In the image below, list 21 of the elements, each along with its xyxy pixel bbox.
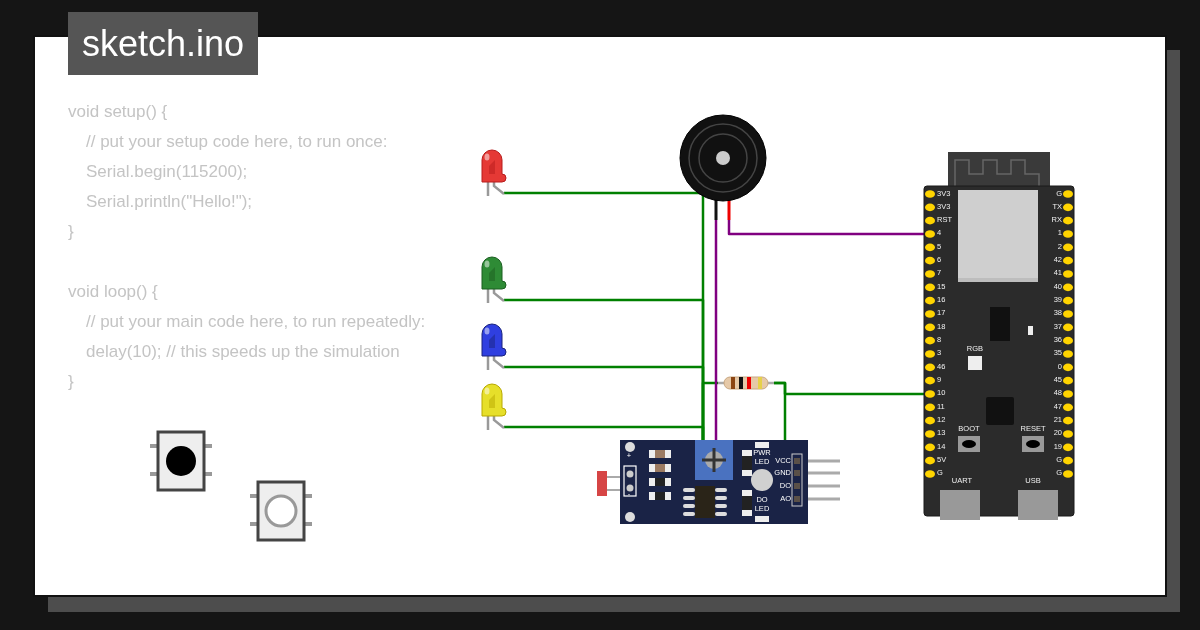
code-line: } bbox=[68, 371, 74, 393]
wire bbox=[701, 381, 718, 440]
code-line: // put your setup code here, to run once: bbox=[86, 131, 388, 153]
code-line: void setup() { bbox=[68, 101, 168, 123]
led-drawing bbox=[480, 382, 504, 430]
led-drawing bbox=[480, 322, 504, 370]
buzzer-drawing bbox=[679, 114, 767, 220]
led-drawing bbox=[480, 255, 504, 303]
wire bbox=[714, 220, 718, 440]
sensor-module-drawing bbox=[597, 440, 840, 524]
code-line: Serial.begin(115200); bbox=[86, 161, 248, 183]
resistor-drawing bbox=[718, 376, 774, 390]
led-drawing bbox=[480, 148, 504, 196]
code-line: void loop() { bbox=[68, 281, 158, 303]
wire bbox=[727, 220, 924, 236]
code-line: } bbox=[68, 221, 74, 243]
code-line: delay(10); // this speeds up the simulation bbox=[86, 341, 400, 363]
code-line: // put your main code here, to run repeatedly: bbox=[86, 311, 426, 333]
code-line: Serial.println("Hello!"); bbox=[86, 191, 253, 213]
file-tab: sketch.ino bbox=[68, 12, 259, 75]
wire bbox=[774, 381, 787, 440]
